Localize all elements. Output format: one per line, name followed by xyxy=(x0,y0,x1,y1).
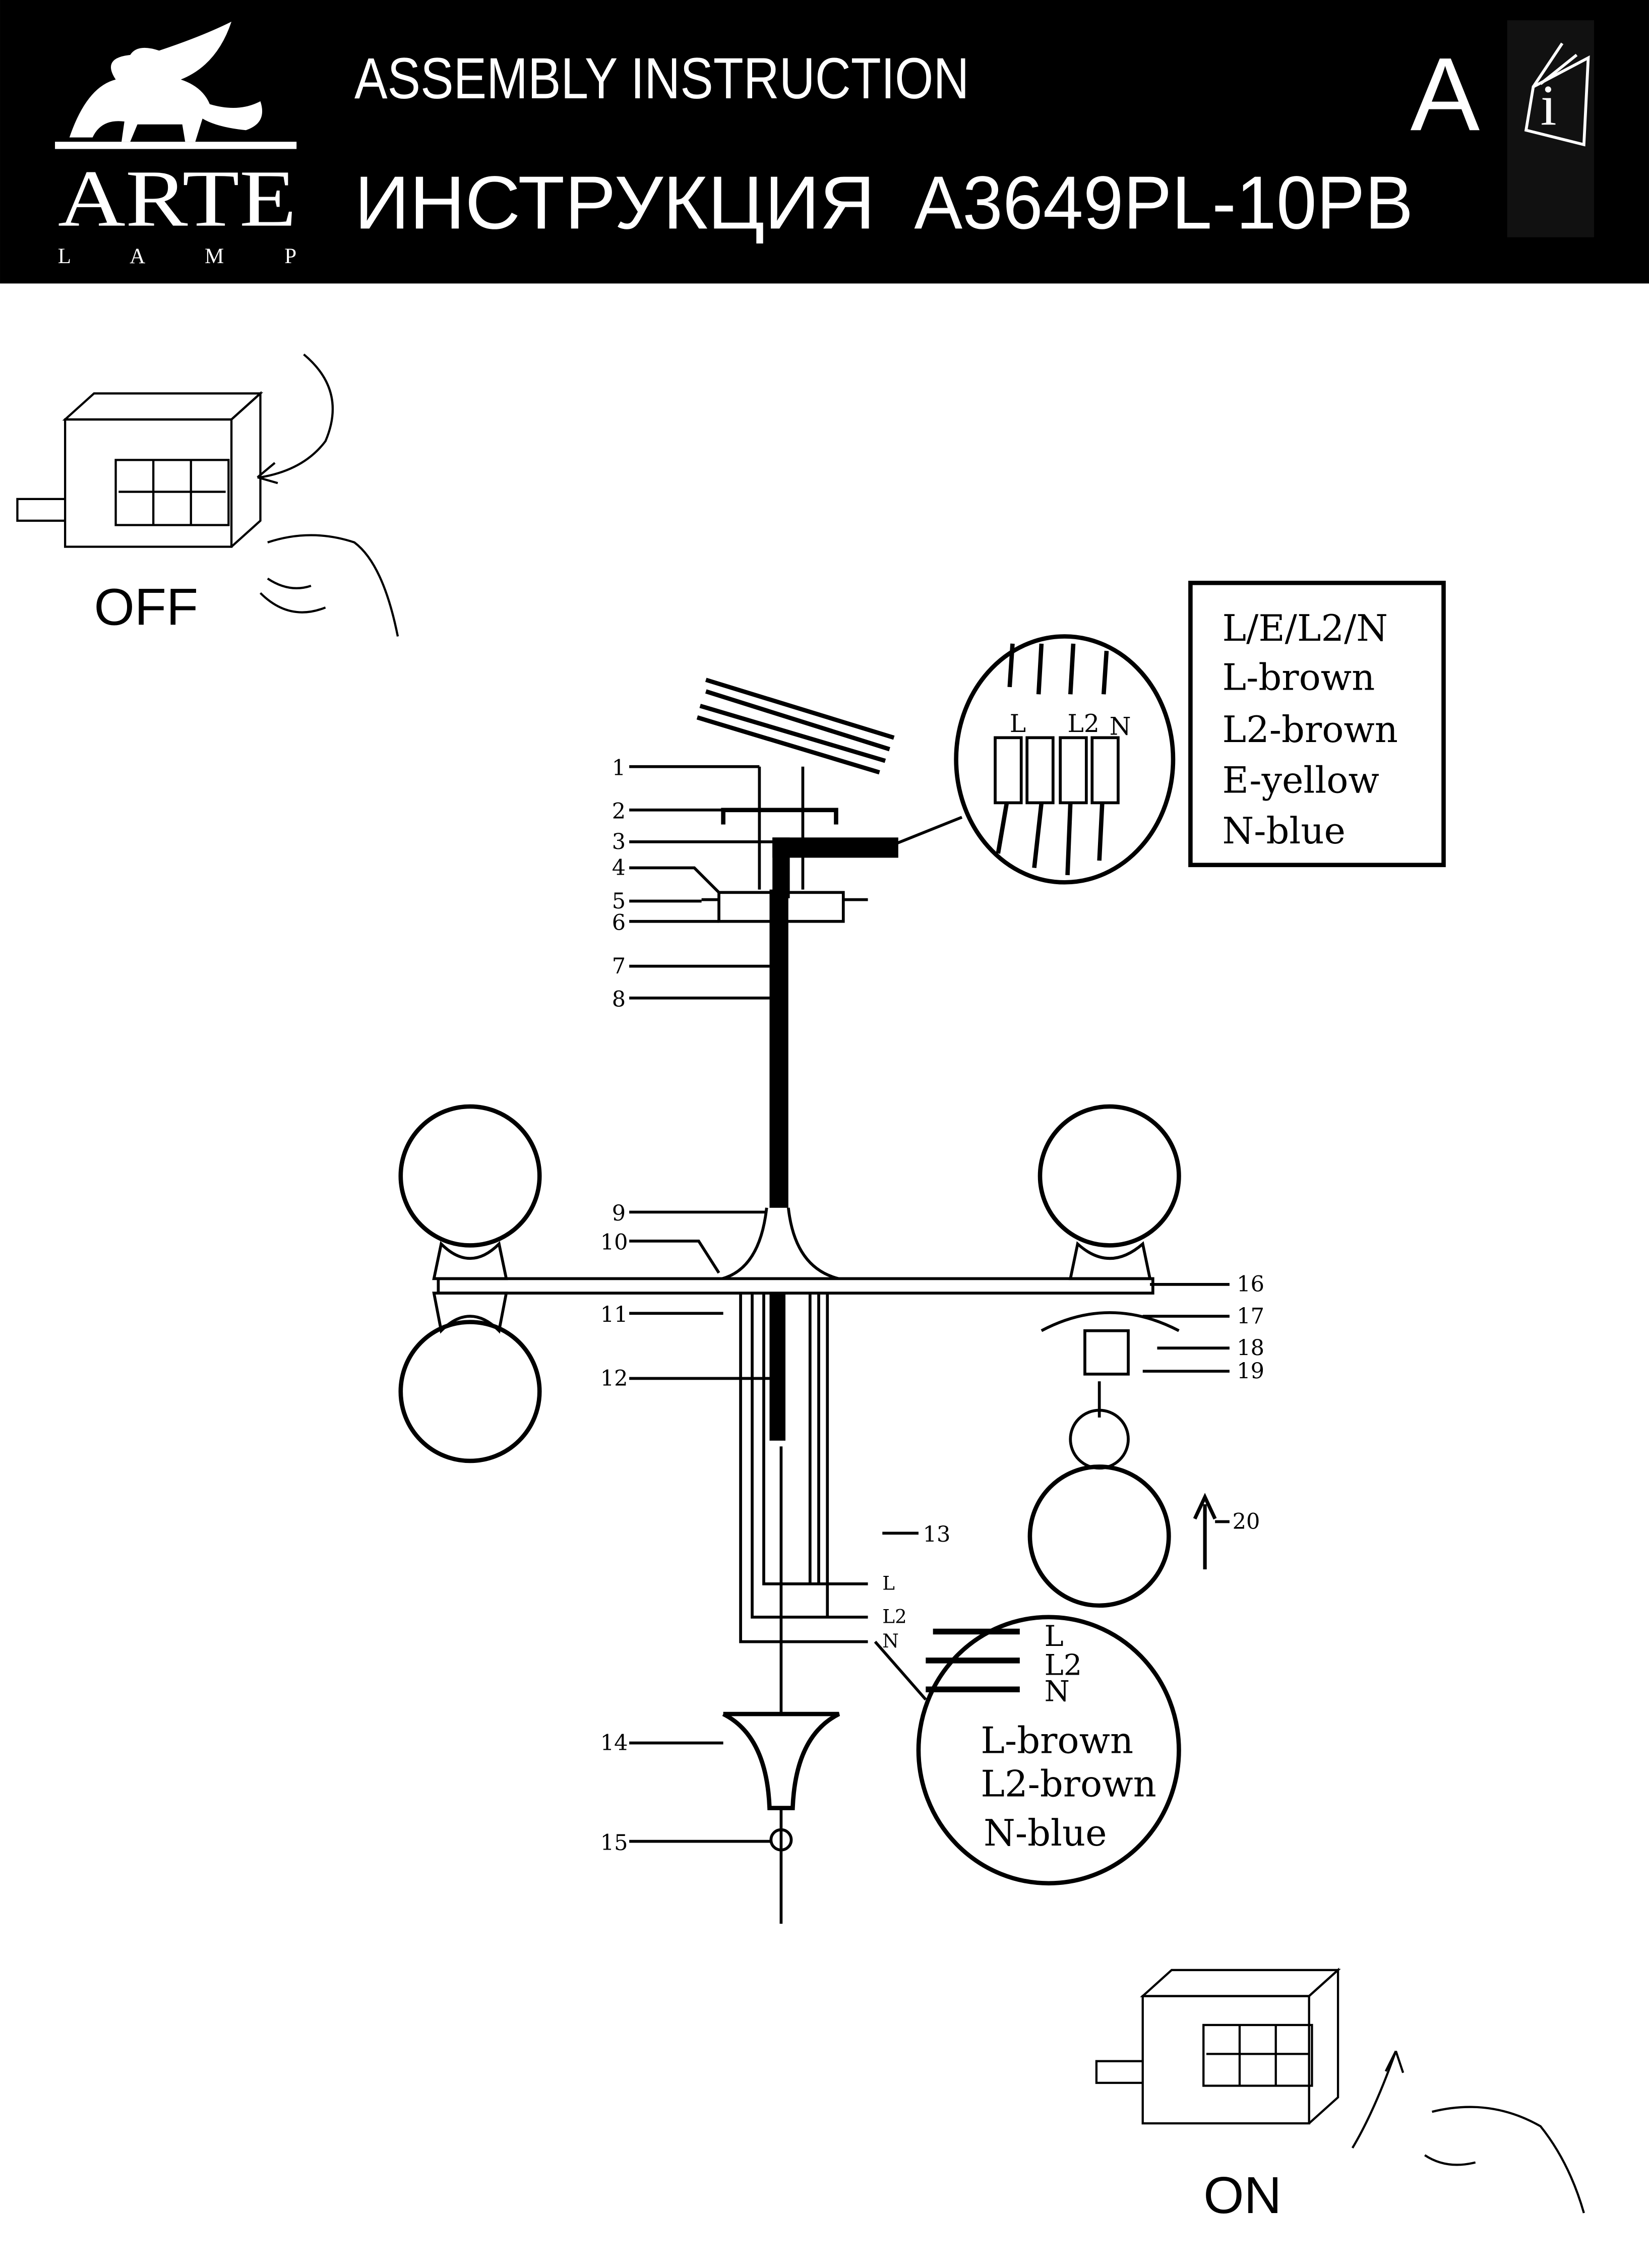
part-number: 19 xyxy=(1237,1359,1264,1384)
manual-info-icon: i xyxy=(1507,20,1594,237)
part-number: 16 xyxy=(1237,1272,1264,1297)
title-ru: ИНСТРУКЦИЯ xyxy=(354,160,875,244)
part-number: 8 xyxy=(612,987,626,1012)
wire-label-n: N xyxy=(882,1630,899,1652)
callout-line: L2-brown xyxy=(981,1763,1156,1805)
wire-label-l2: L2 xyxy=(882,1605,907,1627)
header-bar: ARTE L A M P ASSEMBLY INSTRUCTION ИНСТРУ… xyxy=(0,0,1649,284)
switch-off-label: OFF xyxy=(94,578,199,636)
part-number: 3 xyxy=(612,829,626,854)
callout-line: L-brown xyxy=(981,1720,1133,1762)
legend-line: N-blue xyxy=(1223,810,1346,852)
legend-line: E-yellow xyxy=(1223,759,1379,801)
part-number: 2 xyxy=(612,799,626,824)
part-number: 15 xyxy=(600,1830,628,1856)
callout-wire: L2 xyxy=(1045,1648,1082,1682)
part-numbers: 1 2 3 4 5 6 7 8 9 10 11 12 13 14 15 16 1… xyxy=(600,756,1264,1856)
ceiling-hatch xyxy=(696,678,895,775)
part-number: 13 xyxy=(923,1522,951,1548)
legend-line: L2-brown xyxy=(1223,708,1398,751)
switch-off-illustration xyxy=(16,353,399,637)
griffin-logo-icon xyxy=(55,22,297,149)
part-number: 6 xyxy=(612,910,626,936)
terminal-label-l: L xyxy=(1010,709,1026,738)
legend-line: L-brown xyxy=(1223,656,1375,699)
part-number: 10 xyxy=(600,1230,628,1255)
switch-on-illustration xyxy=(1095,1968,1585,2214)
wire-color-legend: L/E/L2/N L-brown L2-brown E-yellow N-blu… xyxy=(1188,581,1446,868)
switch-on-label: ON xyxy=(1203,2166,1281,2224)
part-number: 4 xyxy=(612,855,626,881)
title-en: ASSEMBLY INSTRUCTION xyxy=(354,46,969,111)
brand-name: ARTE xyxy=(58,154,296,243)
svg-text:i: i xyxy=(1541,73,1557,137)
part-number: 12 xyxy=(600,1366,628,1391)
callout-line: N-blue xyxy=(984,1812,1107,1854)
part-number: 20 xyxy=(1233,1509,1260,1535)
part-number: 11 xyxy=(600,1303,628,1328)
part-number: 14 xyxy=(600,1731,628,1756)
part-number: 1 xyxy=(612,756,626,781)
callout-wire: L xyxy=(1045,1619,1064,1653)
terminal-label-n: N xyxy=(1110,712,1131,741)
terminal-block xyxy=(994,643,1120,876)
section-letter: A xyxy=(1411,36,1480,152)
part-number: 18 xyxy=(1237,1335,1264,1361)
part-number: 5 xyxy=(612,889,626,914)
legend-line: L/E/L2/N xyxy=(1223,607,1388,649)
wire-callout-legend: L L2 N L-brown L2-brown N-blue xyxy=(981,1619,1156,1854)
wire-label-l: L xyxy=(882,1572,895,1594)
part-number: 7 xyxy=(612,954,626,979)
terminal-label-l2: L2 xyxy=(1068,709,1100,738)
part-number: 9 xyxy=(612,1201,626,1227)
model-number: A3649PL-10PB xyxy=(914,160,1413,244)
callout-wire: N xyxy=(1045,1674,1070,1708)
part-number: 17 xyxy=(1237,1304,1264,1329)
